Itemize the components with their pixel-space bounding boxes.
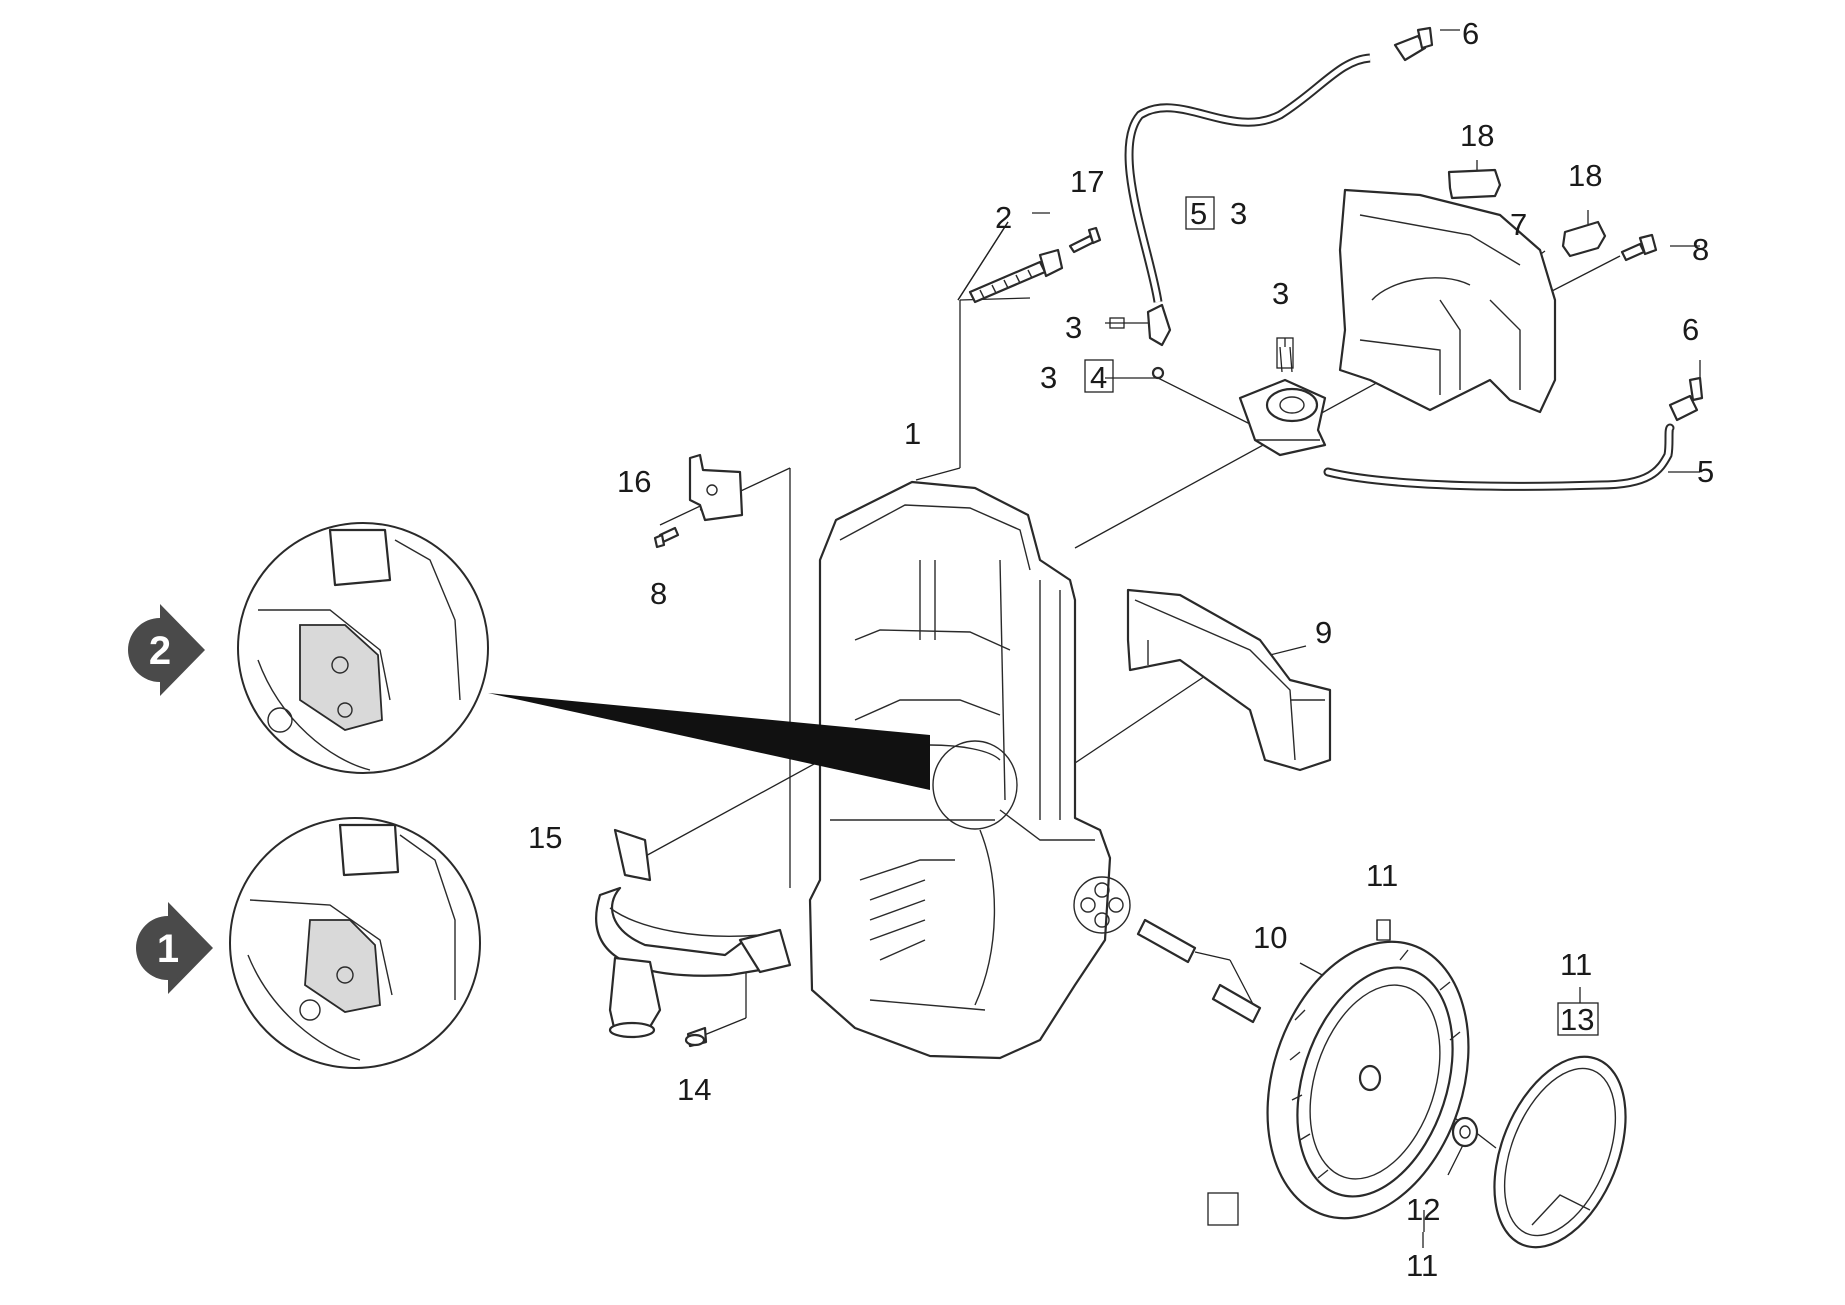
detail-marker-2-label: 2 [149, 629, 171, 673]
callout-6-b: 6 [1682, 312, 1699, 347]
callout-13: 13 [1560, 1002, 1594, 1037]
callout-7: 7 [1510, 207, 1527, 242]
connector-right-part [1668, 376, 1704, 422]
callout-labels: 1 2 3 3 3 3 4 5 5 6 6 7 8 8 9 10 11 11 1… [528, 16, 1714, 1283]
housing-part [808, 480, 1131, 1060]
upper-hose-part [1124, 53, 1371, 380]
callout-14: 14 [677, 1072, 711, 1107]
callout-boxes [1084, 196, 1599, 1226]
callout-2: 2 [995, 200, 1012, 235]
callout-8-a: 8 [1692, 232, 1709, 267]
callout-11-b: 11 [1560, 947, 1592, 982]
screw-right-part [1620, 233, 1658, 262]
callout-3-b: 3 [1065, 310, 1082, 345]
pin-part [1068, 226, 1102, 254]
callout-9: 9 [1315, 615, 1332, 650]
callout-10: 10 [1253, 920, 1287, 955]
callout-8-b: 8 [650, 576, 667, 611]
callout-12: 12 [1406, 1192, 1440, 1227]
callout-17: 17 [1070, 164, 1104, 199]
detail-marker-1-label: 1 [157, 927, 179, 971]
callout-15: 15 [528, 820, 562, 855]
callout-6-a: 6 [1462, 16, 1479, 51]
screw-left-part [653, 526, 680, 549]
side-cover-part [1126, 588, 1332, 772]
wheel-part [1266, 940, 1470, 1220]
callout-11-c: 11 [1406, 1248, 1438, 1283]
clip-part-b [1561, 220, 1607, 258]
detail-marker-1[interactable]: 1 [136, 902, 213, 994]
callout-18-b: 18 [1568, 158, 1602, 193]
callout-1: 1 [904, 416, 921, 451]
valve-housing-part [1238, 378, 1327, 457]
hose-bracket-part [595, 828, 792, 1039]
callout-4: 4 [1090, 360, 1107, 395]
axle-part [1136, 918, 1262, 1024]
callout-5-b: 5 [1697, 454, 1714, 489]
washer-part [1451, 1116, 1479, 1148]
detail-view-1 [229, 817, 481, 1069]
long-bolt-part [968, 248, 1064, 304]
callout-11-a: 11 [1366, 858, 1398, 893]
callout-16: 16 [617, 464, 651, 499]
callout-3-c: 3 [1040, 360, 1057, 395]
hubcap-part [1493, 1055, 1627, 1249]
connector-top-part [1393, 26, 1434, 62]
callout-3-a: 3 [1230, 196, 1247, 231]
lower-hose-part [1323, 423, 1675, 491]
detail-view-2 [237, 522, 930, 790]
screw-bottom-part [684, 1026, 708, 1048]
clip-part-a [1447, 168, 1502, 200]
bracket-part [688, 453, 744, 522]
callout-3-d: 3 [1272, 276, 1289, 311]
callout-5-a: 5 [1190, 196, 1207, 231]
detail-marker-2[interactable]: 2 [128, 604, 205, 696]
top-cover-part [1338, 188, 1557, 414]
callout-18-a: 18 [1460, 118, 1494, 153]
